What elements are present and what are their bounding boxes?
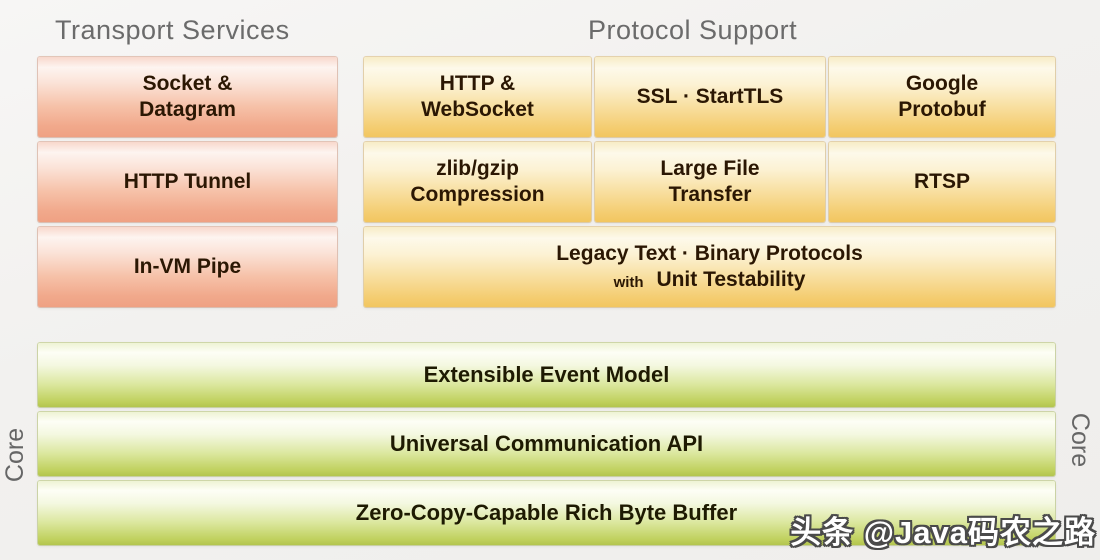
box-invm-pipe-label: In-VM Pipe [133,254,242,278]
box-zero-copy-byte-buffer: Zero-Copy-Capable Rich Byte Buffer [38,481,1055,545]
box-zero-copy-byte-buffer-label: Zero-Copy-Capable Rich Byte Buffer [355,500,738,526]
box-universal-communication-api-label: Universal Communication API [389,431,704,457]
box-google-protobuf-line2: Protobuf [898,98,986,121]
box-zlib-gzip-line1: zlib/gzip [436,156,519,180]
box-http-websocket-line2: WebSocket [421,98,534,121]
box-ssl-starttls: SSL · StartTLS [595,57,825,137]
transport-services-title: Transport Services [55,15,290,45]
box-zlib-gzip-line2: Compression [410,183,545,206]
box-ssl-starttls-label: SSL · StartTLS [636,84,784,108]
box-socket-datagram: Socket & Datagram [38,57,337,137]
box-http-websocket: HTTP & WebSocket [364,57,591,137]
box-http-tunnel: HTTP Tunnel [38,142,337,222]
box-google-protobuf: Google Protobuf [829,57,1055,137]
box-rtsp: RTSP [829,142,1055,222]
box-large-file-transfer: Large File Transfer [595,142,825,222]
box-universal-communication-api: Universal Communication API [38,412,1055,476]
box-socket-datagram-line1: Socket & [142,71,233,95]
box-http-tunnel-label: HTTP Tunnel [123,169,252,193]
core-label-right: Core [1066,412,1094,468]
box-legacy-line1: Legacy Text · Binary Protocols [556,241,863,265]
box-large-file-line1: Large File [660,156,760,180]
box-google-protobuf-line1: Google [905,71,979,95]
box-extensible-event-model: Extensible Event Model [38,343,1055,407]
box-rtsp-label: RTSP [913,169,970,193]
box-http-websocket-line1: HTTP & [439,71,516,95]
box-extensible-event-model-label: Extensible Event Model [423,362,670,388]
box-legacy-with-text: with [613,274,644,291]
box-large-file-line2: Transfer [668,183,752,206]
box-legacy-testability-text: Unit Testability [656,268,806,291]
box-legacy-line2: with Unit Testability [614,267,806,293]
box-zlib-gzip-compression: zlib/gzip Compression [364,142,591,222]
box-legacy-protocols: Legacy Text · Binary Protocols with Unit… [364,227,1055,307]
core-label-left: Core [1,427,29,483]
protocol-support-title: Protocol Support [588,15,798,45]
watermark-text: 头条 @Java码农之路 [790,515,1096,550]
box-socket-datagram-line2: Datagram [139,98,236,121]
box-invm-pipe: In-VM Pipe [38,227,337,307]
